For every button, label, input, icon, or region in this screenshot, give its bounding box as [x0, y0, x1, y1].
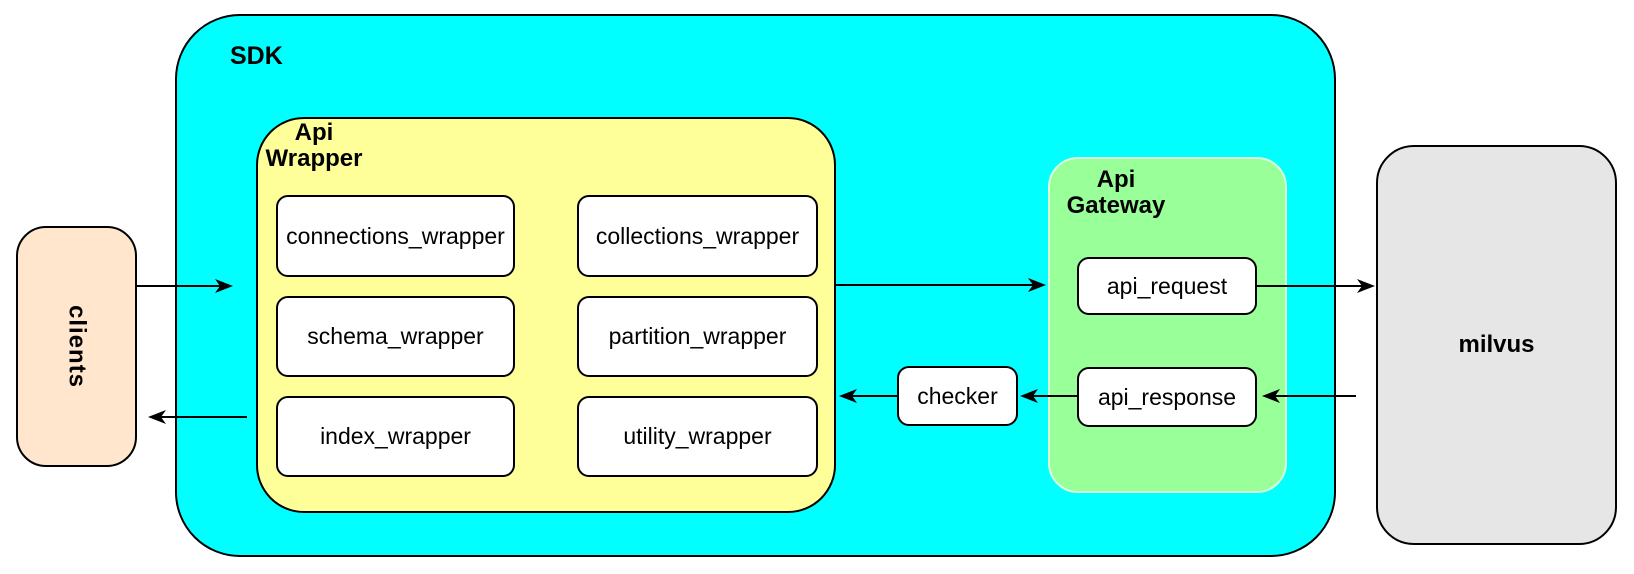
api-wrapper-label: Api Wrapper [258, 120, 370, 172]
collections-wrapper-box: collections_wrapper [577, 195, 818, 277]
api-gateway-label-line2: Gateway [1066, 192, 1166, 219]
api-response-box: api_response [1077, 367, 1257, 427]
clients-label: clients [63, 304, 91, 389]
schema-wrapper-box: schema_wrapper [276, 296, 515, 377]
api-gateway-label-line1: Api [1096, 166, 1136, 193]
sdk-label: SDK [230, 42, 283, 70]
api-wrapper-label-line1: Api [294, 119, 334, 146]
partition-wrapper-box: partition_wrapper [577, 296, 818, 377]
api-request-box: api_request [1077, 257, 1257, 315]
milvus-box: milvus [1376, 145, 1617, 545]
clients-box: clients [16, 226, 137, 467]
checker-box: checker [897, 366, 1018, 426]
index-wrapper-box: index_wrapper [276, 396, 515, 477]
utility-wrapper-box: utility_wrapper [577, 396, 818, 477]
connections-wrapper-box: connections_wrapper [276, 195, 515, 277]
api-gateway-label: Api Gateway [1058, 167, 1174, 219]
api-gateway-container [1048, 157, 1287, 493]
api-wrapper-label-line2: Wrapper [265, 145, 363, 172]
